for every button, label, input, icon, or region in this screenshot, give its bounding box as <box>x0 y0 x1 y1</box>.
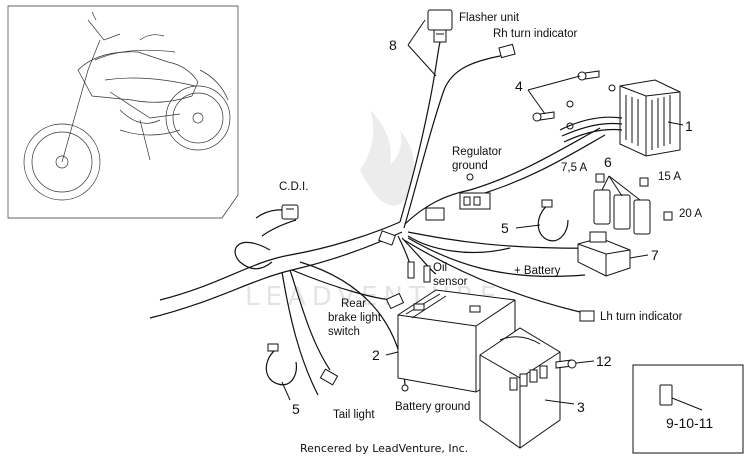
callout-1: 1 <box>685 118 693 134</box>
label-rear-brake-2: brake light <box>328 312 382 324</box>
label-lh-turn-indicator: Lh turn indicator <box>600 311 683 323</box>
callout-5-lower: 5 <box>292 401 300 417</box>
label-rear-brake-1: Rear <box>341 298 366 310</box>
callout-9-10-11: 9-10-11 <box>666 415 713 431</box>
label-oil-sensor-1: Oil <box>433 262 447 274</box>
cable-tie-upper <box>537 199 569 242</box>
leader-lines <box>281 19 684 405</box>
label-regulator-ground-2: ground <box>452 160 488 172</box>
label-oil-sensor-2: sensor <box>433 276 468 288</box>
rear-brake-switch-connector <box>385 292 405 310</box>
callout-4: 4 <box>515 78 523 94</box>
battery-cover <box>479 327 561 449</box>
fuse-holder <box>577 231 631 277</box>
motorcycle-inset <box>7 5 239 219</box>
rh-turn-connector <box>498 43 516 59</box>
label-fuse-15a: 15 A <box>658 171 681 183</box>
cover-screw <box>555 359 577 369</box>
oil-sensor-terminals <box>407 261 431 283</box>
label-regulator-ground-1: Regulator <box>452 146 502 158</box>
credit-text: Rencered by LeadVenture, Inc. <box>300 442 468 455</box>
lh-turn-connector <box>579 310 595 322</box>
label-flasher-unit: Flasher unit <box>459 12 520 24</box>
callout-2: 2 <box>372 347 380 363</box>
battery-ground-terminal <box>401 384 409 392</box>
regulator-ground-terminal <box>466 173 474 181</box>
cdi-connector <box>281 204 299 220</box>
callout-8: 8 <box>389 37 397 53</box>
callout-7: 7 <box>651 247 659 263</box>
tail-light-connector <box>319 368 339 386</box>
label-fuse-7-5a: 7,5 A <box>561 162 588 174</box>
label-fuse-20a: 20 A <box>679 208 702 220</box>
voltage-regulator <box>559 79 681 157</box>
label-rear-brake-3: switch <box>328 326 360 338</box>
fuse-inset <box>632 364 744 454</box>
flasher-unit <box>427 9 453 43</box>
label-battery-ground: Battery ground <box>395 401 470 413</box>
callout-3: 3 <box>577 399 585 415</box>
label-tail-light: Tail light <box>333 409 375 421</box>
cable-tie-lower <box>265 343 297 386</box>
label-rh-turn-indicator: Rh turn indicator <box>493 28 578 40</box>
callout-5-upper: 5 <box>501 220 509 236</box>
main-connectors <box>378 192 491 246</box>
callout-12: 12 <box>596 353 612 369</box>
label-plus-battery: + Battery <box>514 265 561 277</box>
regulator-screws <box>532 70 616 130</box>
callout-6: 6 <box>604 154 612 170</box>
label-cdi: C.D.I. <box>279 181 308 193</box>
